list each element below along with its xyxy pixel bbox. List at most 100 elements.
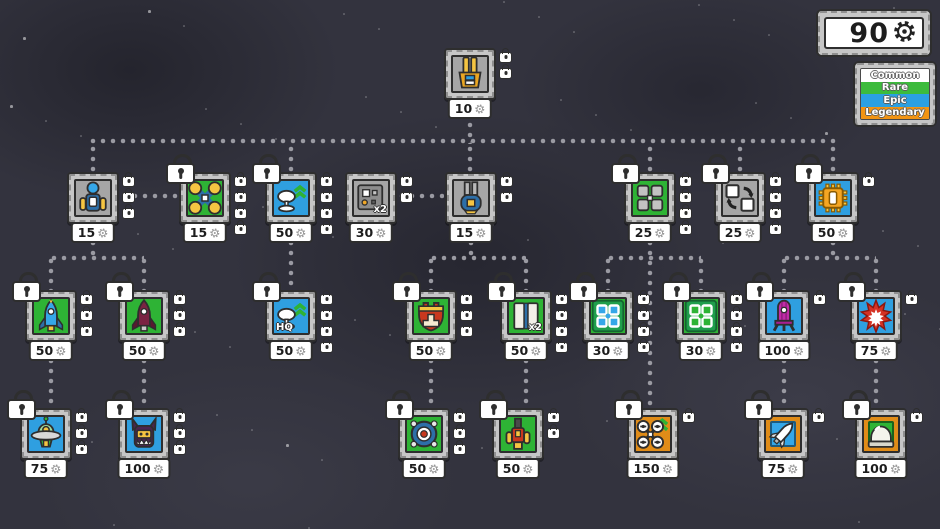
fort-icon <box>414 299 448 333</box>
lock-shackle <box>259 154 278 168</box>
tile-face <box>452 179 490 217</box>
tech-node-swap-blocks[interactable]: 25 <box>701 154 782 243</box>
lock-icon <box>701 154 730 184</box>
mini-lock-icon <box>234 220 247 235</box>
tech-node-explosion[interactable]: 75 <box>837 272 918 361</box>
tech-node-upgrade-beacon[interactable]: 50 <box>252 154 333 243</box>
tech-node-quad-drone[interactable]: 15 <box>166 154 247 243</box>
tech-node-red-ship[interactable]: 50 <box>105 272 186 361</box>
star-dot <box>113 524 115 526</box>
gear-currency-icon <box>523 464 533 474</box>
mini-lock-icon <box>730 290 743 305</box>
upgrade-slot-locks <box>730 289 743 353</box>
lock-icon <box>662 272 691 302</box>
tile-face <box>589 297 627 335</box>
upgrade-slot-locks <box>460 289 473 337</box>
star-dot <box>836 438 838 440</box>
tile-face <box>412 297 450 335</box>
lock-shackle <box>801 154 820 168</box>
price-tag: 15 <box>448 222 494 243</box>
price-value: 30 <box>355 225 374 240</box>
gear-currency-icon <box>663 464 673 474</box>
tile[interactable] <box>179 172 231 224</box>
lock-shackle <box>751 390 770 404</box>
lock-body <box>745 281 774 302</box>
tile[interactable] <box>118 290 170 342</box>
tech-node-monster-mask[interactable]: 100 <box>105 390 186 479</box>
tech-node-scout-bot[interactable]: 15 <box>67 172 135 243</box>
tile[interactable] <box>444 48 496 100</box>
tile[interactable] <box>405 290 457 342</box>
lock-icon <box>744 390 773 420</box>
lock-icon <box>252 154 281 184</box>
mini-lock-icon <box>173 424 186 439</box>
mine-icon <box>407 417 441 451</box>
lock-icon <box>794 154 823 184</box>
tech-node-gold-chip[interactable]: 50 <box>794 154 875 243</box>
tech-node-alien-saucer[interactable]: 75 <box>7 390 88 479</box>
tech-node-magenta-rocket[interactable]: 100 <box>745 272 826 361</box>
blue-grid-icon <box>591 299 625 333</box>
price-tag: 50 <box>121 340 167 361</box>
mini-lock-icon <box>460 322 473 337</box>
gear-currency-icon <box>881 346 891 356</box>
star-dot <box>481 447 483 449</box>
tile[interactable] <box>855 408 907 460</box>
star-dot <box>286 444 289 447</box>
tile[interactable] <box>118 408 170 460</box>
gear-currency-icon <box>531 346 541 356</box>
price-tag: 100 <box>757 340 811 361</box>
tech-node-missile[interactable]: 75 <box>744 390 825 479</box>
tile[interactable] <box>757 408 809 460</box>
price-value: 50 <box>408 461 427 476</box>
upgrade-slot-locks <box>499 47 512 79</box>
lock-body <box>7 399 36 420</box>
tree-connector <box>830 146 836 172</box>
tile[interactable] <box>445 172 497 224</box>
upgrade-slot-locks <box>905 289 918 305</box>
tile[interactable]: x2 <box>500 290 552 342</box>
tile[interactable] <box>624 172 676 224</box>
tech-node-blue-windows[interactable]: 30 <box>569 272 650 361</box>
tile[interactable] <box>675 290 727 342</box>
tree-connector <box>141 258 147 290</box>
tree-connector <box>647 240 653 408</box>
star-dot <box>137 233 139 235</box>
tree-connector <box>288 240 294 290</box>
tech-node-fort-shield[interactable]: 50 <box>392 272 473 361</box>
tech-node-blue-ship[interactable]: 50 <box>12 272 93 361</box>
saucer-icon <box>29 417 63 451</box>
lock-shackle <box>259 272 278 286</box>
tile[interactable] <box>398 408 450 460</box>
tile-face <box>186 179 224 217</box>
tech-node-dome-shield[interactable]: 100 <box>842 390 923 479</box>
star-dot <box>790 117 792 119</box>
tech-node-drone-upgrade[interactable]: 150 <box>614 390 695 479</box>
mini-lock-icon <box>555 322 568 337</box>
tree-connector <box>830 240 836 260</box>
chip-board-icon <box>354 181 388 215</box>
gear-currency-icon <box>788 464 798 474</box>
tech-node-gray-panels[interactable]: 25 <box>611 154 692 243</box>
mini-lock-icon <box>320 220 333 235</box>
lock-body <box>105 281 134 302</box>
tech-node-gold-cannon[interactable]: 10 <box>444 48 512 119</box>
tech-node-mine[interactable]: 50 <box>385 390 466 479</box>
tech-node-red-turret-bot[interactable]: 50 <box>479 390 560 479</box>
mini-lock-icon <box>75 424 88 439</box>
star-dot <box>365 96 367 98</box>
tech-node-blue-cannon[interactable]: 15 <box>445 172 513 243</box>
tile[interactable]: x2 <box>345 172 397 224</box>
tile-face <box>764 415 802 453</box>
tile[interactable] <box>67 172 119 224</box>
lock-shackle <box>399 272 418 286</box>
mini-lock-icon <box>320 204 333 219</box>
red-ship-icon <box>127 299 161 333</box>
tree-connector <box>428 258 434 290</box>
tile[interactable] <box>807 172 859 224</box>
tech-node-green-windows[interactable]: 30 <box>662 272 743 361</box>
tree-connector <box>288 146 294 172</box>
